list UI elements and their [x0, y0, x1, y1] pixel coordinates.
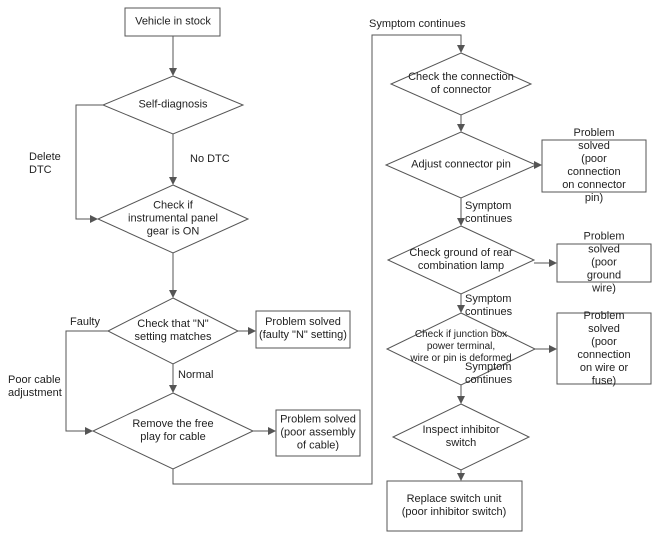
vehicle-in-stock-box [124, 7, 221, 37]
solved-wire-fuse-label: Problem solved (poor connection on wire … [577, 310, 631, 387]
edge-label-symptom-continues-3: Symptom continues [465, 361, 513, 386]
check-panel-gear-label: Check if instrumental panel gear is ON [128, 199, 218, 238]
self-diagnosis-label: Self-diagnosis [138, 98, 208, 111]
edge-label-symptom-continues-2: Symptom continues [465, 293, 513, 318]
check-ground-lamp-label: Check ground of rear combination lamp [409, 247, 513, 272]
edge-faulty-loop [65, 330, 108, 435]
remove-free-play-label: Remove the free play for cable [132, 418, 214, 443]
edge-label-symptom-continues-1: Symptom continues [465, 200, 513, 225]
solved-connector-pin-label: Problem solved (poor connection on conne… [562, 127, 626, 204]
replace-switch-label: Replace switch unit (poor inhibitor swit… [401, 493, 507, 518]
solved-cable-assembly-box [275, 409, 361, 457]
solved-wire-fuse-box [556, 312, 652, 385]
edge-label-faulty: Faulty [70, 316, 100, 328]
solved-ground-wire-box [556, 243, 652, 283]
check-n-setting-label: Check that "N" setting matches [134, 318, 212, 343]
edge-label-no-dtc: No DTC [190, 153, 230, 165]
edge-label-normal: Normal [178, 369, 214, 381]
solved-ground-wire-label: Problem solved (poor ground wire) [583, 230, 625, 295]
check-connector-label: Check the connection of connector [408, 71, 514, 96]
edge-delete-dtc [75, 104, 103, 223]
inspect-inhibitor-label: Inspect inhibitor switch [422, 424, 500, 449]
edge-label-poor-cable-adjustment: Poor cable adjustment [8, 374, 62, 399]
check-junction-box-label: Check if junction box power terminal, wi… [410, 329, 512, 364]
solved-faulty-n-label: Problem solved (faulty "N" setting) [259, 316, 347, 341]
edge-label-delete-dtc: Delete DTC [29, 151, 61, 176]
edge-symptom-continues-top [172, 34, 465, 485]
adjust-connector-pin-label: Adjust connector pin [411, 158, 511, 171]
solved-connector-pin-box [541, 139, 647, 193]
edge-label-symptom-continues-top: Symptom continues [369, 18, 466, 30]
solved-cable-assembly-label: Problem solved (poor assembly of cable) [280, 413, 356, 452]
replace-switch-box [386, 480, 523, 532]
vehicle-in-stock-label: Vehicle in stock [135, 15, 211, 28]
solved-faulty-n-box [255, 310, 351, 349]
